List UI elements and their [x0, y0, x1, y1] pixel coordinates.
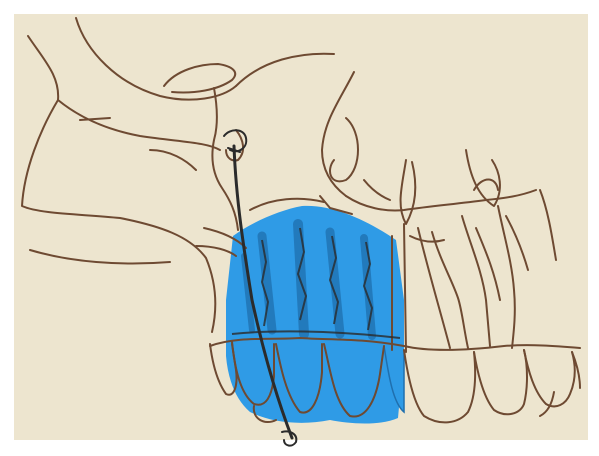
illustration-frame	[0, 0, 599, 456]
maxilla-illustration	[0, 0, 599, 456]
